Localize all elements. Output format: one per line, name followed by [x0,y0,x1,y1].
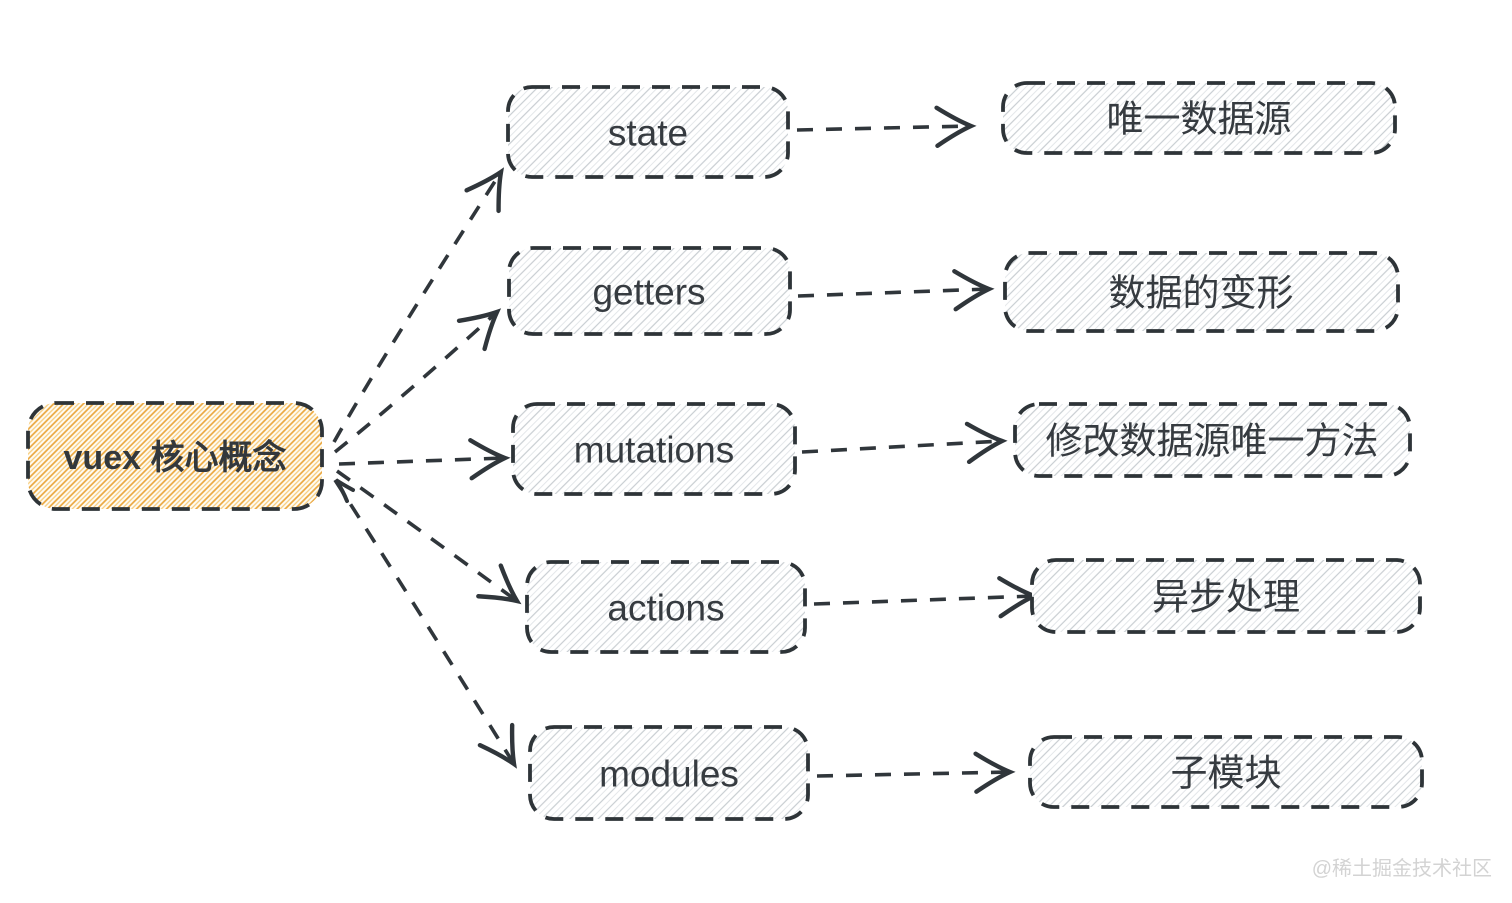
node-getters-box [507,246,792,336]
node-mutations-result: 修改数据源唯一方法 [1013,402,1412,478]
node-root-label: vuex 核心概念 [64,438,287,477]
node-state-box [506,85,790,179]
node-modules-result: 子模块 [1028,735,1424,809]
node-getters-result-label: 数据的变形 [1109,273,1294,314]
node-mutations-box [511,402,797,496]
node-actions-result-box [1030,558,1422,634]
node-getters-result-box [1003,251,1400,333]
node-state-result: 唯一数据源 [1001,81,1397,155]
node-getters-result: 数据的变形 [1003,251,1400,333]
watermark: @稀土掘金技术社区 [1312,857,1492,880]
node-modules-box [528,725,810,821]
node-state-result-box [1001,81,1397,155]
node-root-box [26,401,324,511]
node-actions: actions [525,560,807,654]
node-state: state [506,85,790,179]
edge-mutations-to-result [801,421,1008,465]
node-actions-result-label: 异步处理 [1152,577,1300,618]
edge-state-to-result [796,105,977,148]
node-root: vuex 核心概念 [26,401,324,511]
node-modules-result-label: 子模块 [1171,753,1282,794]
edge-root-to-modules [333,479,517,769]
node-mutations-label: mutations [574,430,734,471]
edge-modules-to-result [816,751,1016,794]
node-actions-box [525,560,807,654]
node-actions-result: 异步处理 [1030,558,1422,634]
node-mutations-result-label: 修改数据源唯一方法 [1046,421,1379,462]
node-getters: getters [507,246,792,336]
node-modules: modules [528,725,810,821]
node-mutations: mutations [511,402,797,496]
node-modules-label: modules [599,754,739,795]
node-actions-label: actions [607,588,724,629]
edge-getters-to-result [797,269,995,312]
edge-root-to-actions [335,469,522,605]
node-state-result-label: 唯一数据源 [1107,99,1292,140]
node-state-label: state [608,113,688,154]
node-modules-result-box [1028,735,1424,809]
root-burst-arrowhead [334,478,355,503]
node-mutations-result-box [1013,402,1412,478]
edge-root-to-state [332,167,505,443]
edge-root-to-mutations [338,438,511,481]
node-getters-label: getters [592,272,705,313]
edge-actions-to-result [813,576,1040,619]
edge-root-to-getters [333,308,502,454]
